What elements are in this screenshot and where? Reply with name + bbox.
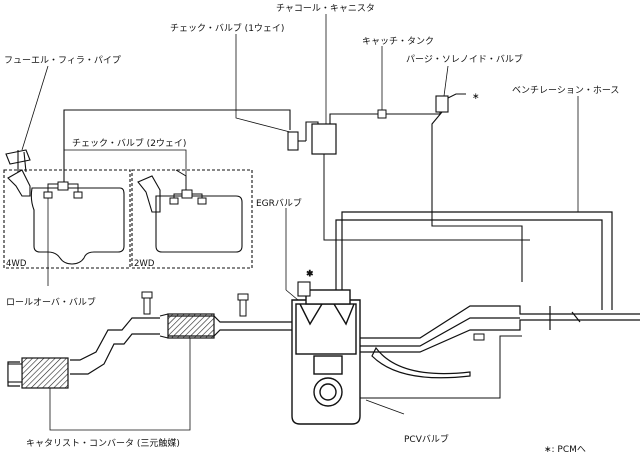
svg-text:∗: ∗ — [306, 269, 314, 279]
leader-catalyst — [49, 338, 191, 431]
leader-check-1way — [235, 34, 291, 133]
label-rollover-valve: ロールオーバ・バルブ — [6, 296, 96, 308]
engine-block — [291, 289, 361, 425]
oxygen-sensors — [141, 291, 249, 317]
label-ventilation-hose: ベンチレーション・ホース — [512, 85, 619, 96]
rollover-valves-4wd — [43, 181, 83, 199]
catch-tank — [377, 109, 387, 119]
leader-fuel-filler — [21, 65, 49, 151]
charcoal-canister — [311, 123, 337, 155]
pcv-hose — [360, 333, 522, 399]
fuel-tank-4wd — [3, 169, 131, 269]
fuel-filler-pipe — [5, 149, 31, 173]
label-catalytic-converter: キャタリスト・コンバータ (三元触媒) — [26, 437, 180, 449]
egr-valve: ∗ — [297, 268, 314, 297]
label-check-valve-2way: チェック・バルブ (2ウェイ) — [72, 137, 186, 149]
catalytic-converter-main — [159, 313, 215, 339]
label-charcoal-canister: チャコール・キャニスタ — [276, 3, 375, 14]
label-purge-solenoid: パージ・ソレノイド・バルブ — [406, 53, 523, 65]
muffler-rear — [7, 357, 69, 389]
label-check-valve-1way: チェック・バルブ (1ウェイ) — [170, 22, 284, 34]
label-4wd: 4WD — [6, 259, 27, 269]
leader-pcv — [365, 399, 405, 415]
fuel-tank-2wd — [131, 169, 253, 269]
label-catch-tank: キャッチ・タンク — [362, 36, 434, 47]
label-pcm-note: ∗: PCMへ — [544, 445, 586, 455]
check-valve-1way — [287, 131, 306, 151]
ventilation-hose — [341, 211, 613, 310]
leader-purge — [443, 65, 449, 97]
label-egr-valve: EGRバルブ — [256, 197, 302, 209]
label-2wd: 2WD — [134, 259, 155, 269]
evap-hose-tank — [63, 109, 291, 182]
purge-to-intake — [431, 111, 523, 282]
intake-duct — [360, 305, 640, 379]
label-pcv-valve: PCVバルブ — [404, 433, 449, 445]
rollover-valves-2wd — [169, 189, 207, 205]
purge-solenoid-valve — [435, 93, 466, 113]
label-fuel-filler-pipe: フューエル・フィラ・パイプ — [4, 55, 121, 66]
purge-asterisk: ∗ — [472, 92, 480, 102]
